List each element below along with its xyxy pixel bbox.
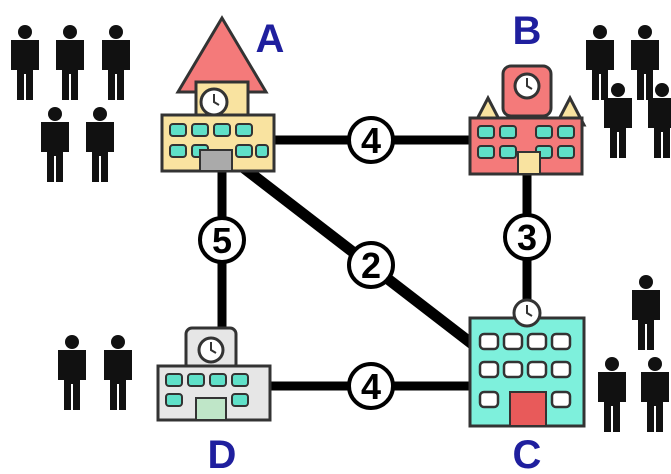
person-icon (632, 275, 660, 350)
edge-weights: 4 5 2 3 4 (198, 116, 551, 410)
person-icon (102, 25, 130, 100)
school-building-c (468, 298, 586, 428)
person-icon (604, 83, 632, 158)
person-icon (631, 25, 659, 100)
node-label-a: A (256, 17, 285, 61)
school-building-a (160, 15, 276, 173)
weight-a-d: 5 (198, 216, 246, 264)
person-icon (11, 25, 39, 100)
person-icon (648, 83, 671, 158)
school-building-b (468, 64, 587, 176)
school-building-d (156, 326, 272, 422)
weight-label-a-d: 5 (212, 220, 232, 261)
weight-label-d-c: 4 (361, 366, 381, 407)
person-icon (104, 335, 132, 410)
weight-d-c: 4 (347, 362, 395, 410)
node-label-c: C (513, 433, 542, 474)
weight-a-b: 4 (347, 116, 395, 164)
node-label-b: B (513, 9, 542, 53)
person-icon (41, 107, 69, 182)
person-icon (641, 357, 669, 432)
weight-a-c: 2 (347, 241, 395, 289)
person-icon (56, 25, 84, 100)
weight-b-c: 3 (503, 213, 551, 261)
weight-label-b-c: 3 (517, 217, 537, 258)
person-icon (586, 25, 614, 100)
node-labels: A B C D (208, 9, 542, 474)
person-icon (598, 357, 626, 432)
node-label-d: D (208, 433, 237, 474)
weight-label-a-c: 2 (361, 245, 381, 286)
person-icon (86, 107, 114, 182)
weight-label-a-b: 4 (361, 120, 381, 161)
people-groups (11, 25, 671, 432)
person-icon (58, 335, 86, 410)
